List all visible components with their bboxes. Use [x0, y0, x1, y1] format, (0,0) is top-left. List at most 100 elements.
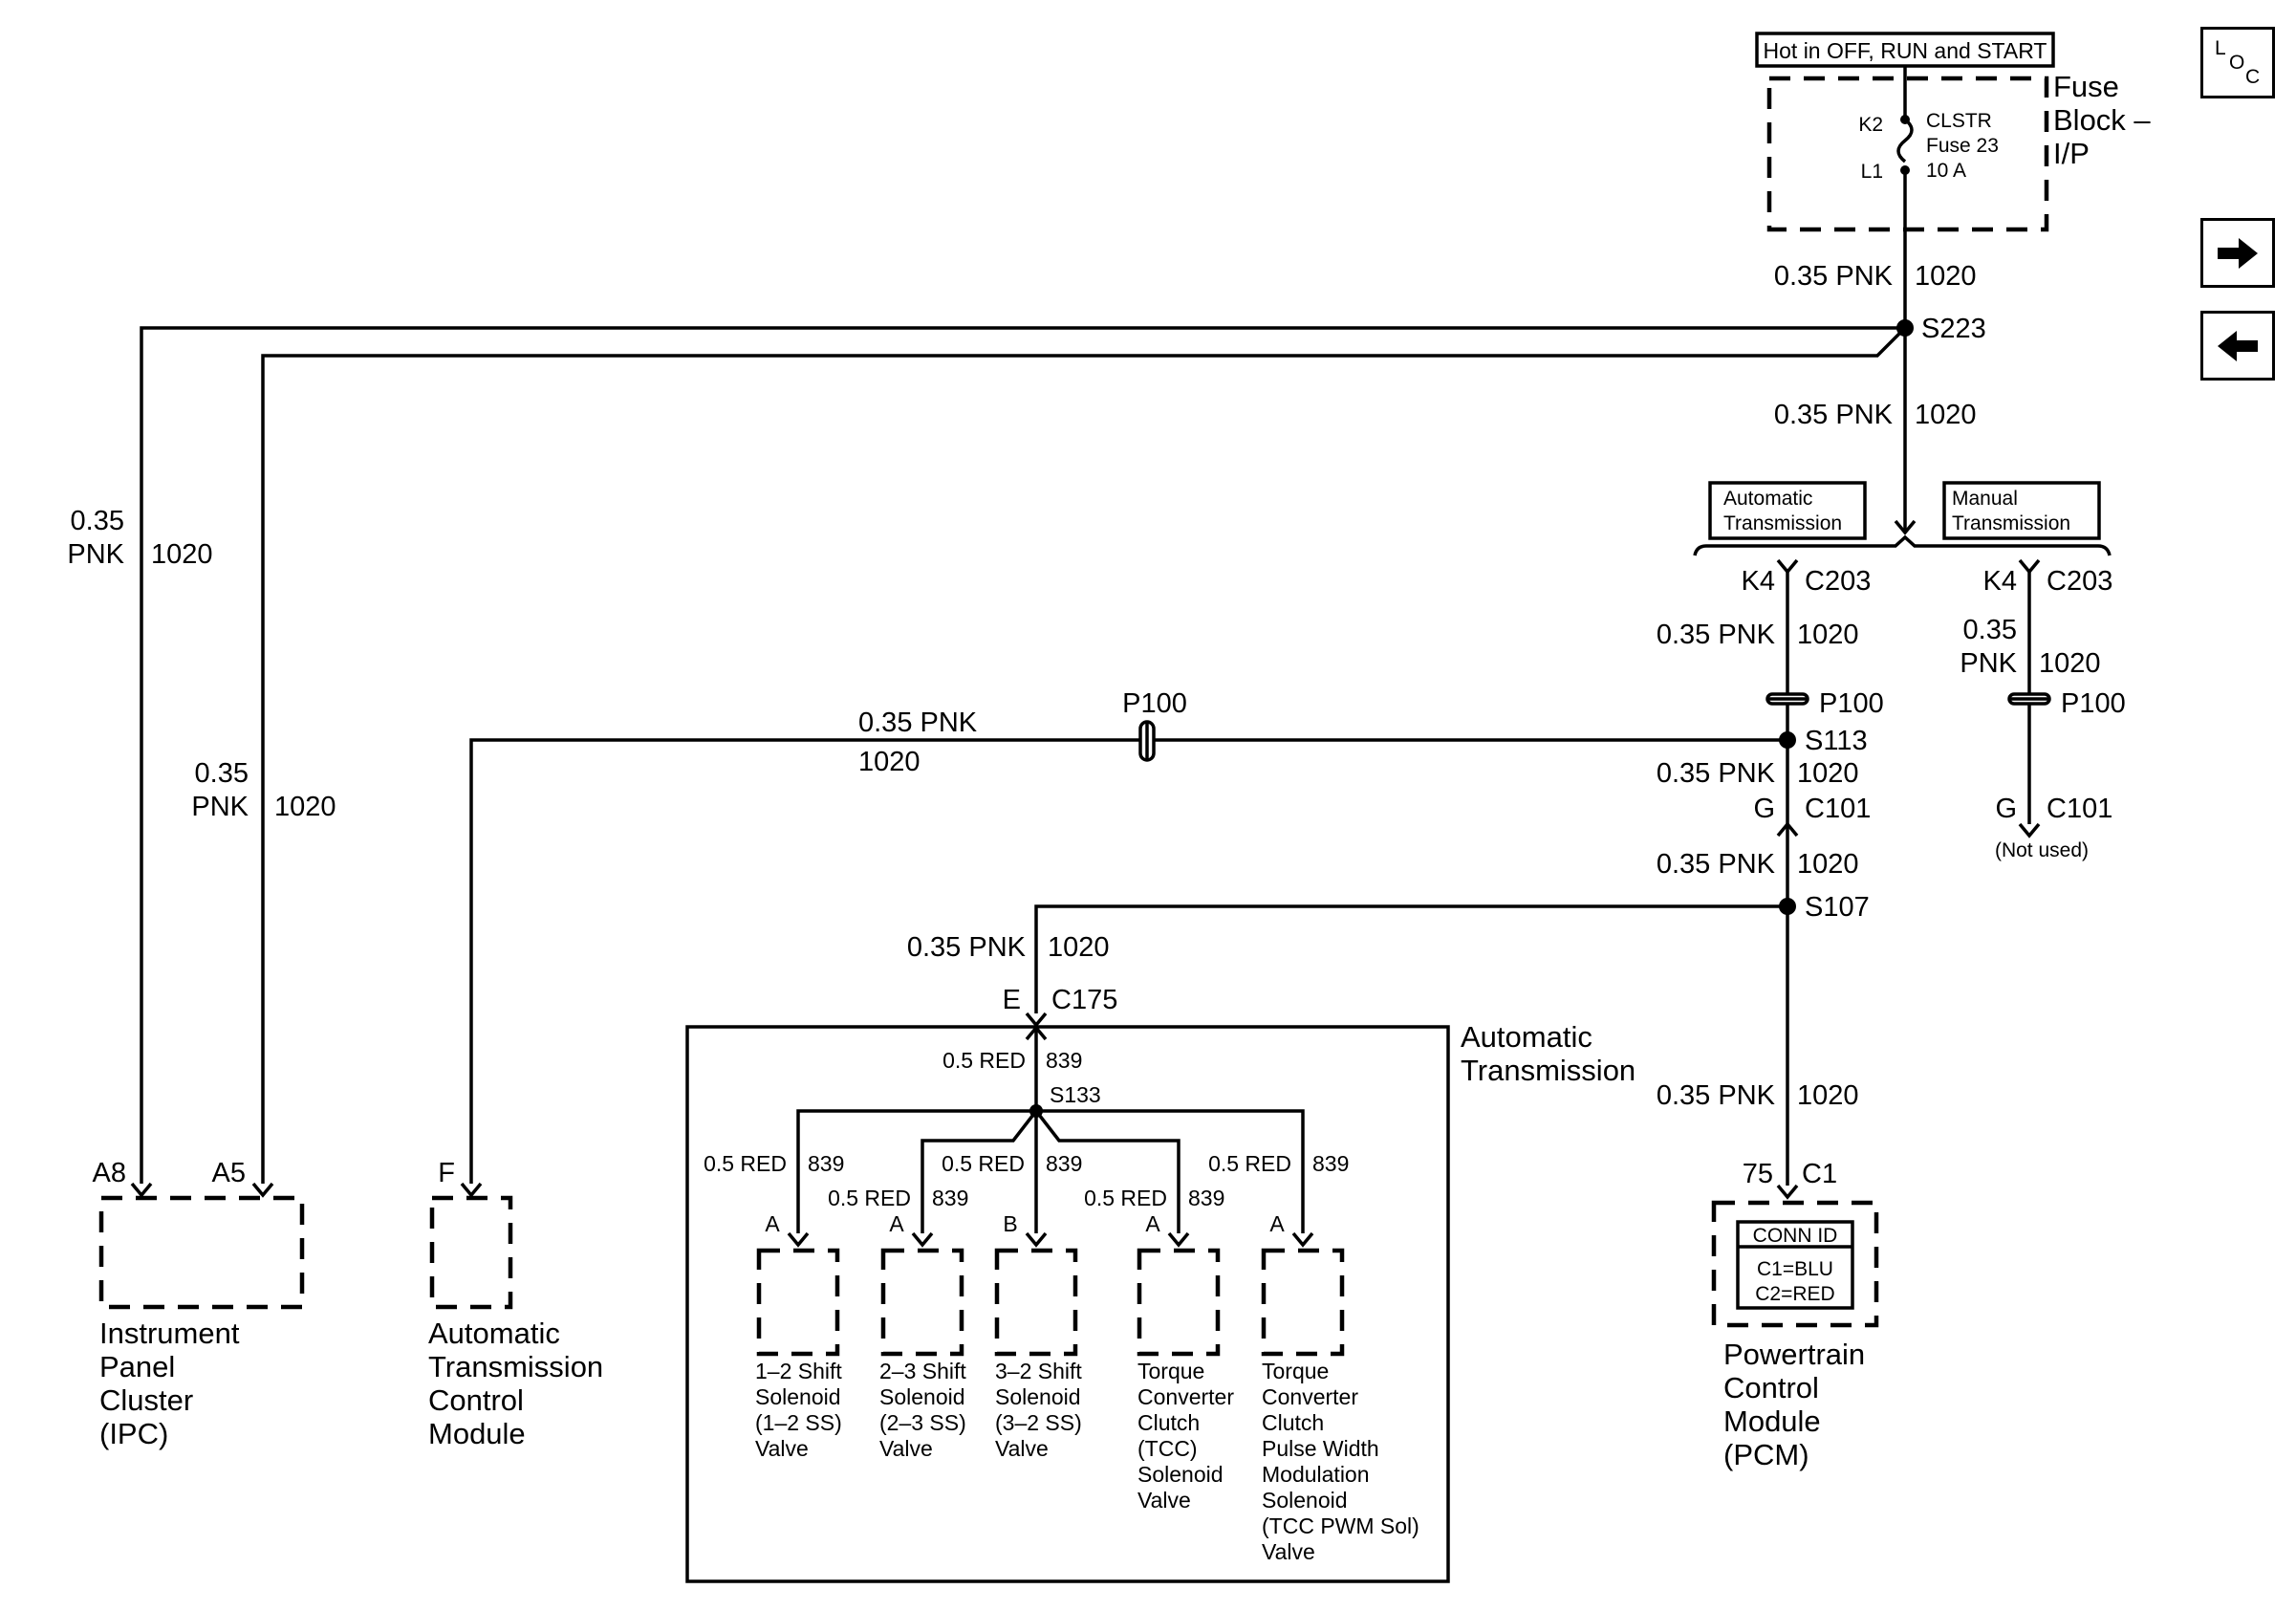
wire-label-circuit: 1020 — [1797, 1080, 1859, 1111]
wire-to-pwm — [1036, 1109, 1305, 1233]
pcm-c1-connector — [1776, 1184, 1799, 1200]
connector-c101: C101 — [1805, 794, 1871, 824]
pin-g: G — [1995, 794, 2017, 824]
fuse-pin-l1: L1 — [1861, 161, 1883, 183]
p100-auto-label: P100 — [1819, 688, 1884, 719]
solenoid-tcc-label-5: Solenoid — [1137, 1462, 1224, 1487]
wire-label-red-circuit: 839 — [1046, 1048, 1082, 1073]
p100-tcm-label: P100 — [1122, 688, 1187, 719]
pcm-label-2: Control — [1723, 1371, 1819, 1404]
option-bracket — [1693, 534, 2112, 556]
automatic-transmission: 0.35 PNK 1020 E C175 Automatic Transmiss… — [685, 904, 1787, 1583]
connector-c203: C203 — [2047, 566, 2112, 597]
ipc-a5-wire — [261, 326, 1907, 1184]
trans-label-1: Automatic — [1461, 1020, 1592, 1054]
wire-label-circuit: 1020 — [1915, 261, 1977, 292]
ipc-label-1: Instrument — [99, 1317, 240, 1350]
pin-a: A — [1269, 1211, 1285, 1236]
tcm-label-3: Control — [428, 1383, 524, 1417]
wire-label-circuit: 1020 — [1797, 849, 1859, 880]
tcm-label-2: Transmission — [428, 1350, 603, 1383]
wire-label-circuit: 1020 — [274, 792, 336, 822]
wire-label-red-circuit: 839 — [808, 1151, 844, 1176]
solenoid-32ss-label-4: Valve — [995, 1436, 1049, 1461]
solenoid-23ss-label-4: Valve — [879, 1436, 933, 1461]
option-manual-line1: Manual — [1952, 488, 2018, 510]
solenoid-pwm-label: Torque Converter Clutch Pulse Width Modu… — [1262, 1359, 1419, 1564]
solenoid-32ss-label-2: Solenoid — [995, 1384, 1081, 1409]
solenoid-pwm-label-7: (TCC PWM Sol) — [1262, 1513, 1419, 1538]
conn-id-box — [1736, 1220, 1854, 1310]
fuse-symbol — [1896, 118, 1914, 163]
ipc-branches: 0.35 PNK 1020 0.35 PNK 1020 A8 A5 Instru… — [67, 326, 1907, 1450]
solenoid-pwm-label-3: Clutch — [1262, 1410, 1324, 1435]
wire-label-red-gauge: 0.5 RED — [828, 1186, 911, 1210]
option-manual-line2: Transmission — [1952, 512, 2070, 534]
tcm-connector — [460, 1182, 483, 1198]
fuse-block-title-3: I/P — [2053, 137, 2090, 170]
wire-label-gauge: 0.35 PNK — [1657, 620, 1776, 650]
pin-a: A — [889, 1211, 904, 1236]
p100-manual-label: P100 — [2061, 688, 2126, 719]
fuse-rating: 10 A — [1926, 160, 1966, 182]
not-used-label: (Not used) — [1995, 839, 2089, 861]
location-button[interactable]: L O C — [2200, 27, 2275, 98]
pin-a5: A5 — [212, 1158, 246, 1188]
wire-label-red-circuit: 839 — [932, 1186, 968, 1210]
ipc-a5-connector — [251, 1182, 274, 1198]
tcm-wire — [469, 738, 1787, 1184]
arrow-right-icon — [2218, 237, 2258, 269]
solenoid-23ss-label-1: 2–3 Shift — [879, 1359, 966, 1383]
solenoid-32ss — [994, 1248, 1078, 1357]
conn-id-c2: C2=RED — [1755, 1283, 1834, 1305]
conn-id-c1: C1=BLU — [1757, 1258, 1833, 1280]
solenoid-32ss-label-3: (3–2 SS) — [995, 1410, 1082, 1435]
wire-label-color: PNK — [67, 539, 124, 570]
32ss-connector — [1025, 1231, 1048, 1248]
option-manual-box — [1942, 481, 2101, 540]
wire-label-red-gauge: 0.5 RED — [942, 1048, 1026, 1073]
wire-label-circuit: 1020 — [1797, 758, 1859, 789]
solenoid-pwm-label-1: Torque — [1262, 1359, 1329, 1383]
pin-a8: A8 — [93, 1158, 126, 1188]
pcm-label-1: Powertrain — [1723, 1338, 1865, 1371]
pcm-label-4: (PCM) — [1723, 1438, 1809, 1471]
trans-label-2: Transmission — [1461, 1054, 1635, 1087]
option-auto-line1: Automatic — [1723, 488, 1812, 510]
wire-label-gauge: 0.35 — [71, 506, 124, 536]
wire-label-circuit: 1020 — [858, 747, 921, 777]
wire-label-gauge: 0.35 PNK — [858, 708, 978, 738]
previous-page-button[interactable] — [2200, 311, 2275, 381]
pin-a: A — [1145, 1211, 1160, 1236]
tcm-branch: 0.35 PNK 1020 P100 F Automatic Transmiss… — [428, 688, 1787, 1450]
wire-label-gauge: 0.35 PNK — [907, 932, 1027, 963]
23ss-connector — [911, 1231, 934, 1248]
solenoid-tcc — [1137, 1248, 1221, 1357]
loc-letter-c: C — [2245, 66, 2260, 88]
c203-manual-connector — [2018, 558, 2041, 575]
manual-branch: K4 C203 0.35 PNK 1020 P100 G C101 (Not u… — [1960, 558, 2126, 861]
pin-k4: K4 — [1983, 566, 2017, 597]
splice-s107: S107 — [1805, 892, 1870, 923]
solenoid-12ss-label: 1–2 Shift Solenoid (1–2 SS) Valve — [755, 1359, 842, 1461]
trans-feed-wire — [1034, 904, 1787, 1013]
12ss-connector — [787, 1231, 810, 1248]
auto-branch: K4 C203 0.35 PNK 1020 P100 S113 0.35 PNK… — [1657, 558, 1884, 1200]
c101-manual-connector — [2018, 822, 2041, 838]
solenoid-32ss-label-1: 3–2 Shift — [995, 1359, 1082, 1383]
next-page-button[interactable] — [2200, 218, 2275, 288]
ipc-a8-connector — [130, 1182, 153, 1198]
solenoid-23ss-label-2: Solenoid — [879, 1384, 965, 1409]
wire-label-red-circuit: 839 — [1046, 1151, 1082, 1176]
solenoid-12ss-label-1: 1–2 Shift — [755, 1359, 842, 1383]
solenoid-32ss-label: 3–2 Shift Solenoid (3–2 SS) Valve — [995, 1359, 1082, 1461]
splice-s113: S113 — [1805, 726, 1868, 756]
splice-s223: S223 — [1921, 314, 1986, 344]
trans-housing — [685, 1025, 1450, 1583]
ipc-label-2: Panel — [99, 1350, 175, 1383]
solenoid-tcc-label-4: (TCC) — [1137, 1436, 1198, 1461]
solenoid-tcc-label-1: Torque — [1137, 1359, 1204, 1383]
loc-letter-l: L — [2215, 37, 2226, 59]
solenoid-tcc-label: Torque Converter Clutch (TCC) Solenoid V… — [1137, 1359, 1234, 1513]
